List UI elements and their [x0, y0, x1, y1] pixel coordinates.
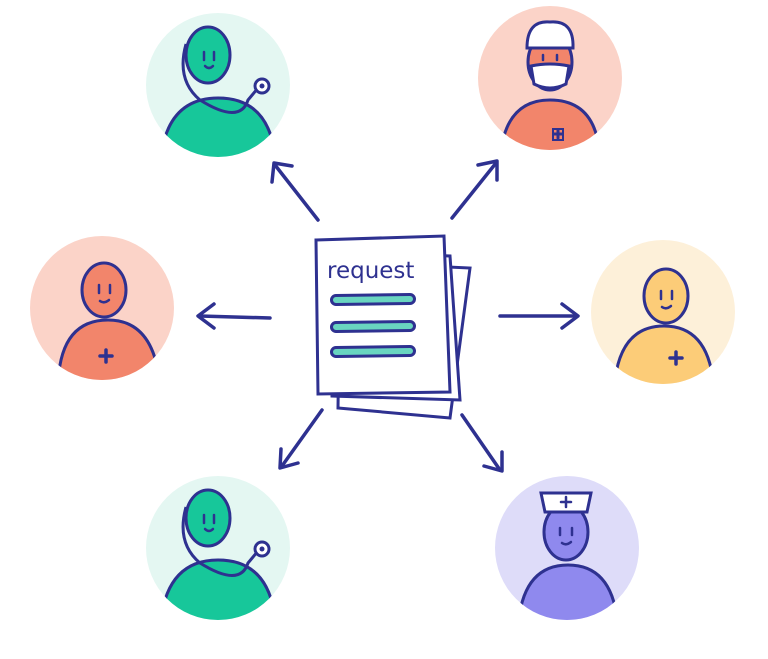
doctor-with-stethoscope-icon — [158, 25, 278, 157]
arrow-to-doctor-top-left — [270, 161, 320, 222]
arrow-to-medic-left — [196, 302, 272, 330]
document-title: request — [327, 258, 414, 284]
arrow-to-nurse-bottom-right — [460, 413, 504, 473]
recipient-nurse-bottom-right — [495, 476, 639, 620]
surgeon-with-mask-icon — [498, 20, 602, 150]
medic-with-cross-icon — [56, 261, 162, 380]
request-document: request — [314, 234, 472, 420]
arrow-to-medic-right — [498, 302, 580, 330]
nurse-with-cap-icon — [516, 491, 620, 620]
arrow-to-surgeon-top-right — [450, 159, 499, 220]
recipient-doctor-bottom-left — [146, 476, 290, 620]
medic-with-cross-icon — [612, 267, 716, 384]
recipient-medic-right — [591, 240, 735, 384]
document-text-lines — [330, 293, 416, 358]
doctor-with-stethoscope-icon — [158, 488, 278, 620]
recipient-medic-left — [30, 236, 174, 380]
recipient-surgeon-top-right — [478, 6, 622, 150]
arrow-to-doctor-bottom-left — [278, 408, 324, 470]
recipient-doctor-top-left — [146, 13, 290, 157]
